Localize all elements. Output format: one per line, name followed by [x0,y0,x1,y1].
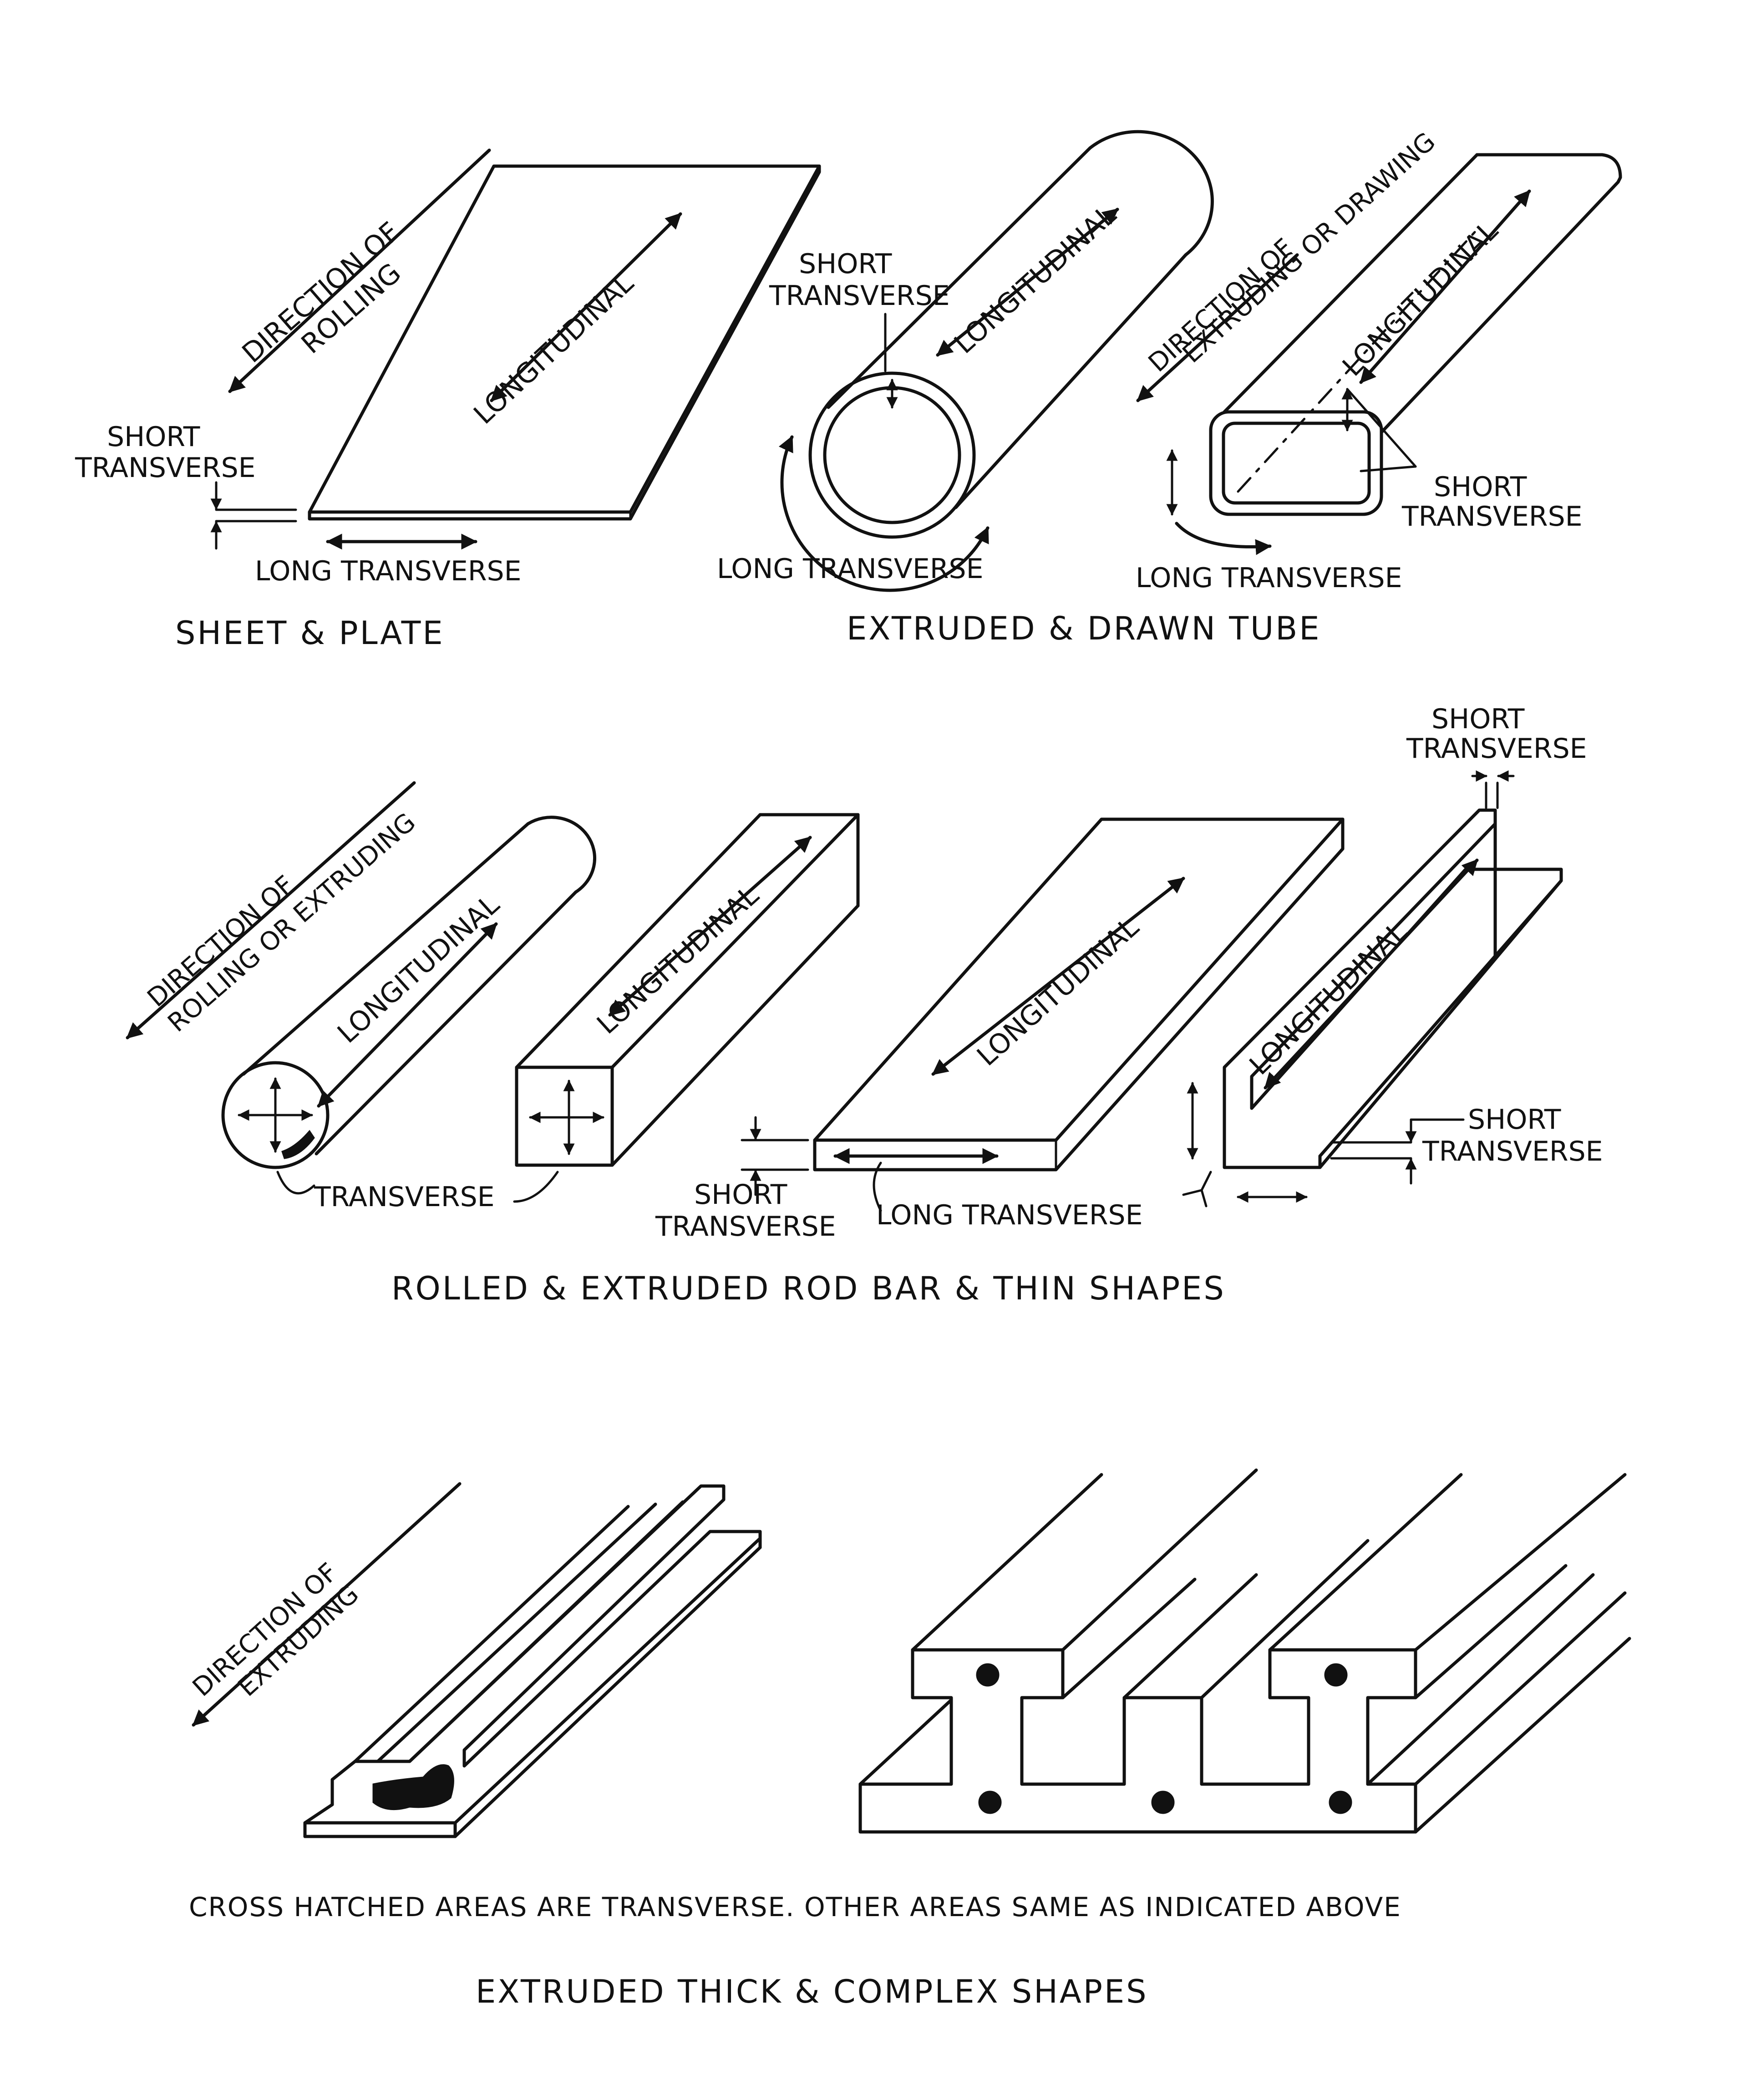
rect-short-leader-1 [1346,388,1417,468]
flat-longitudinal-arrow [931,877,1185,1076]
hatched-dot-2 [1324,1663,1348,1687]
sheet-plate-shape [308,164,821,521]
rect-long-transverse-arrow [1175,522,1272,555]
round-longitudinal-arrow [936,208,1119,357]
rect-direction-label-1: DIRECTION OF [1143,233,1299,378]
hatched-dot-1 [976,1663,1000,1687]
double-t-section-shape [858,1468,1631,1834]
angle-top-short-label-1: SHORT [1431,703,1525,735]
rect-tube-shape [1209,153,1622,516]
angle-corner-mark [1182,1171,1212,1207]
round-long-transverse-label: LONG TRANSVERSE [717,553,984,585]
angle-longitudinal-arrow [1264,858,1479,1090]
rod-longitudinal-arrow [317,922,498,1108]
cross-hatched-note: CROSS HATCHED AREAS ARE TRANSVERSE. OTHE… [189,1892,1401,1922]
flat-short-transverse-label-2: TRANSVERSE [655,1211,836,1243]
sheet-long-transverse-label: LONG TRANSVERSE [255,555,522,587]
sheet-plate-figure: DIRECTION OF ROLLING LONGITUDINAL SHORT … [75,148,821,652]
rect-short-transverse-label-2: TRANSVERSE [1401,501,1583,533]
rod-hatched-area [281,1130,315,1159]
rod-bar-caption: ROLLED & EXTRUDED ROD BAR & THIN SHAPES [391,1270,1226,1307]
t-section-hatched-area [372,1764,454,1811]
round-short-transverse-label-2: TRANSVERSE [769,280,950,312]
round-long-transverse-arrow [778,435,990,592]
rod-direction-arrow [126,781,416,1040]
hatched-dot-3 [978,1791,1002,1814]
transverse-leader-bar [513,1171,559,1203]
round-tube-shape [808,130,1214,539]
angle-right-short-label-1: SHORT [1468,1104,1561,1136]
hatched-dot-5 [1329,1791,1352,1814]
rect-direction-arrow [1136,253,1299,402]
bar-longitudinal-label: LONGITUDINAL [591,879,765,1040]
flat-short-transverse-label-1: SHORT [694,1179,787,1211]
bar-longitudinal-arrow [608,836,812,1017]
tube-caption: EXTRUDED & DRAWN TUBE [847,610,1321,647]
rect-short-transverse-label-1: SHORT [1434,471,1527,503]
round-longitudinal-label: LONGITUDINAL [948,199,1122,360]
rect-long-transverse-label: LONG TRANSVERSE [1136,562,1402,594]
sheet-longitudinal-arrow [490,212,682,402]
rolling-direction-arrow [228,148,491,393]
thick-shapes-figure: DIRECTION OF EXTRUDING [187,1468,1631,2010]
thick-shapes-caption: EXTRUDED THICK & COMPLEX SHAPES [476,1973,1148,2010]
angle-longitudinal-label: LONGITUDINAL [1243,915,1414,1081]
transverse-leader-rod [276,1171,315,1195]
round-tube-figure: SHORT TRANSVERSE LONGITUDINAL LONG TRANS… [717,130,1214,592]
rect-longitudinal-arrow [1359,189,1531,384]
angle-top-short-label-2: TRANSVERSE [1406,733,1587,765]
sheet-longitudinal-label: LONGITUDINAL [467,267,639,431]
rect-longitudinal-label: LONGITUDINAL [1336,215,1504,383]
transverse-label: TRANSVERSE [314,1181,495,1213]
t-section-shape [303,1484,762,1838]
extruding-direction-arrow [192,1482,462,1727]
sheet-short-transverse-label-2: TRANSVERSE [75,452,256,484]
flat-long-transverse-leader [873,1162,882,1212]
sheet-short-transverse-label-1: SHORT [107,421,200,453]
sheet-plate-caption: SHEET & PLATE [175,614,445,652]
round-short-transverse-label-1: SHORT [799,248,892,280]
rod-longitudinal-label: LONGITUDINAL [331,888,506,1050]
rod-bar-figure: DIRECTION OF ROLLING OR EXTRUDING LONGIT… [126,703,1603,1307]
angle-right-short-label-2: TRANSVERSE [1422,1136,1603,1167]
rect-short-leader-2 [1360,465,1417,472]
flat-long-transverse-label: LONG TRANSVERSE [876,1199,1143,1231]
hatched-dot-4 [1151,1791,1175,1814]
